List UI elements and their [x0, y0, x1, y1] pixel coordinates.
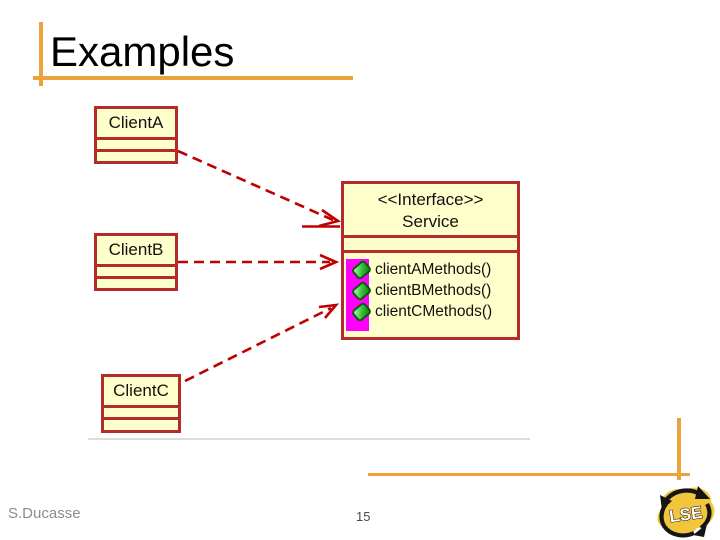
footer-accent-vline	[677, 418, 681, 480]
dependency-arrow-clienta	[177, 149, 334, 222]
uml-class-clientb: ClientB	[94, 233, 178, 291]
logo-blob	[657, 487, 715, 536]
class-operations-compartment	[104, 420, 178, 430]
method-icon	[350, 300, 373, 323]
diagram-image-bottom-edge	[88, 438, 530, 440]
class-attributes-compartment	[104, 408, 178, 420]
method-row: clientBMethods()	[348, 279, 517, 302]
interface-name: Service	[402, 211, 459, 231]
method-icon	[350, 279, 373, 302]
class-name-clienta: ClientA	[97, 109, 175, 140]
method-row: clientAMethods()	[348, 258, 517, 281]
class-attributes-compartment	[97, 140, 175, 152]
method-label: clientBMethods()	[375, 281, 492, 299]
interface-title-compartment: <<Interface>> Service	[344, 184, 517, 238]
dependency-arrow-clientc	[184, 306, 332, 383]
logo-arrowheads	[660, 486, 710, 537]
uml-class-clientc: ClientC	[101, 374, 181, 433]
title-accent-vline	[39, 22, 43, 86]
method-icon	[350, 258, 373, 281]
method-row: clientCMethods()	[348, 300, 517, 323]
arrowhead-clienta	[318, 208, 342, 228]
title-accent-underline	[33, 76, 353, 80]
footer-accent-hline	[368, 473, 690, 476]
class-operations-compartment	[97, 152, 175, 161]
lse-logo: LSE	[657, 486, 715, 538]
page-number: 15	[356, 509, 371, 524]
arrowhead-clientc	[318, 303, 340, 319]
class-name-clientb: ClientB	[97, 236, 175, 267]
interface-attributes-compartment	[344, 238, 517, 253]
interface-stereotype: <<Interface>>	[377, 189, 484, 209]
class-attributes-compartment	[97, 267, 175, 279]
method-label: clientAMethods()	[375, 260, 492, 278]
class-operations-compartment	[97, 279, 175, 288]
uml-interface-service: <<Interface>> Service clientAMethods() c…	[341, 181, 520, 340]
method-label: clientCMethods()	[375, 302, 493, 320]
interface-methods-compartment: clientAMethods() clientBMethods() client…	[344, 253, 517, 337]
uml-class-clienta: ClientA	[94, 106, 178, 164]
class-name-clientc: ClientC	[104, 377, 178, 408]
footer-author: S.Ducasse	[8, 505, 81, 522]
slide-title: Examples	[50, 28, 235, 75]
arrowhead-clientb	[319, 253, 340, 271]
